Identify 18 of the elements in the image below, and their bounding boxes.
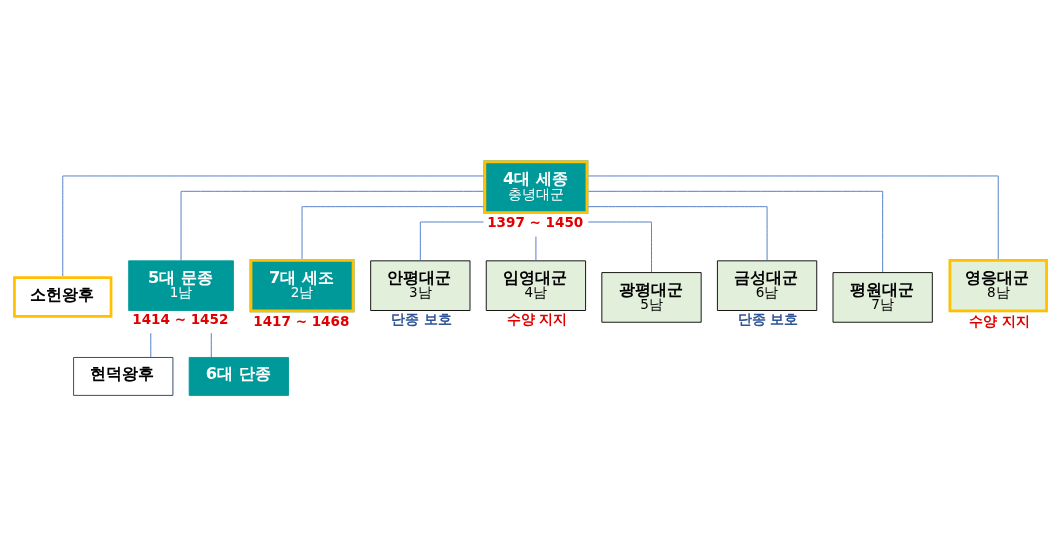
- node-label: 1397 ~ 1450: [487, 213, 584, 230]
- node-label: 단종 보호: [390, 310, 452, 327]
- connector: [535, 235, 537, 261]
- node-label: 1417 ~ 1468: [253, 312, 350, 329]
- node-label: 수양 지지: [968, 312, 1030, 329]
- connector: [587, 205, 768, 261]
- connector: [588, 175, 999, 259]
- connector: [301, 205, 484, 259]
- connector: [62, 175, 484, 277]
- connector: [588, 190, 884, 272]
- connector: [210, 332, 212, 358]
- node-label: 1414 ~ 1452: [132, 310, 229, 327]
- node-label: 단종 보호: [737, 310, 799, 327]
- connector: [180, 190, 484, 261]
- node-label: 수양 지지: [506, 310, 568, 327]
- connector: [419, 221, 484, 261]
- connector: [587, 221, 652, 272]
- connector: [150, 332, 152, 358]
